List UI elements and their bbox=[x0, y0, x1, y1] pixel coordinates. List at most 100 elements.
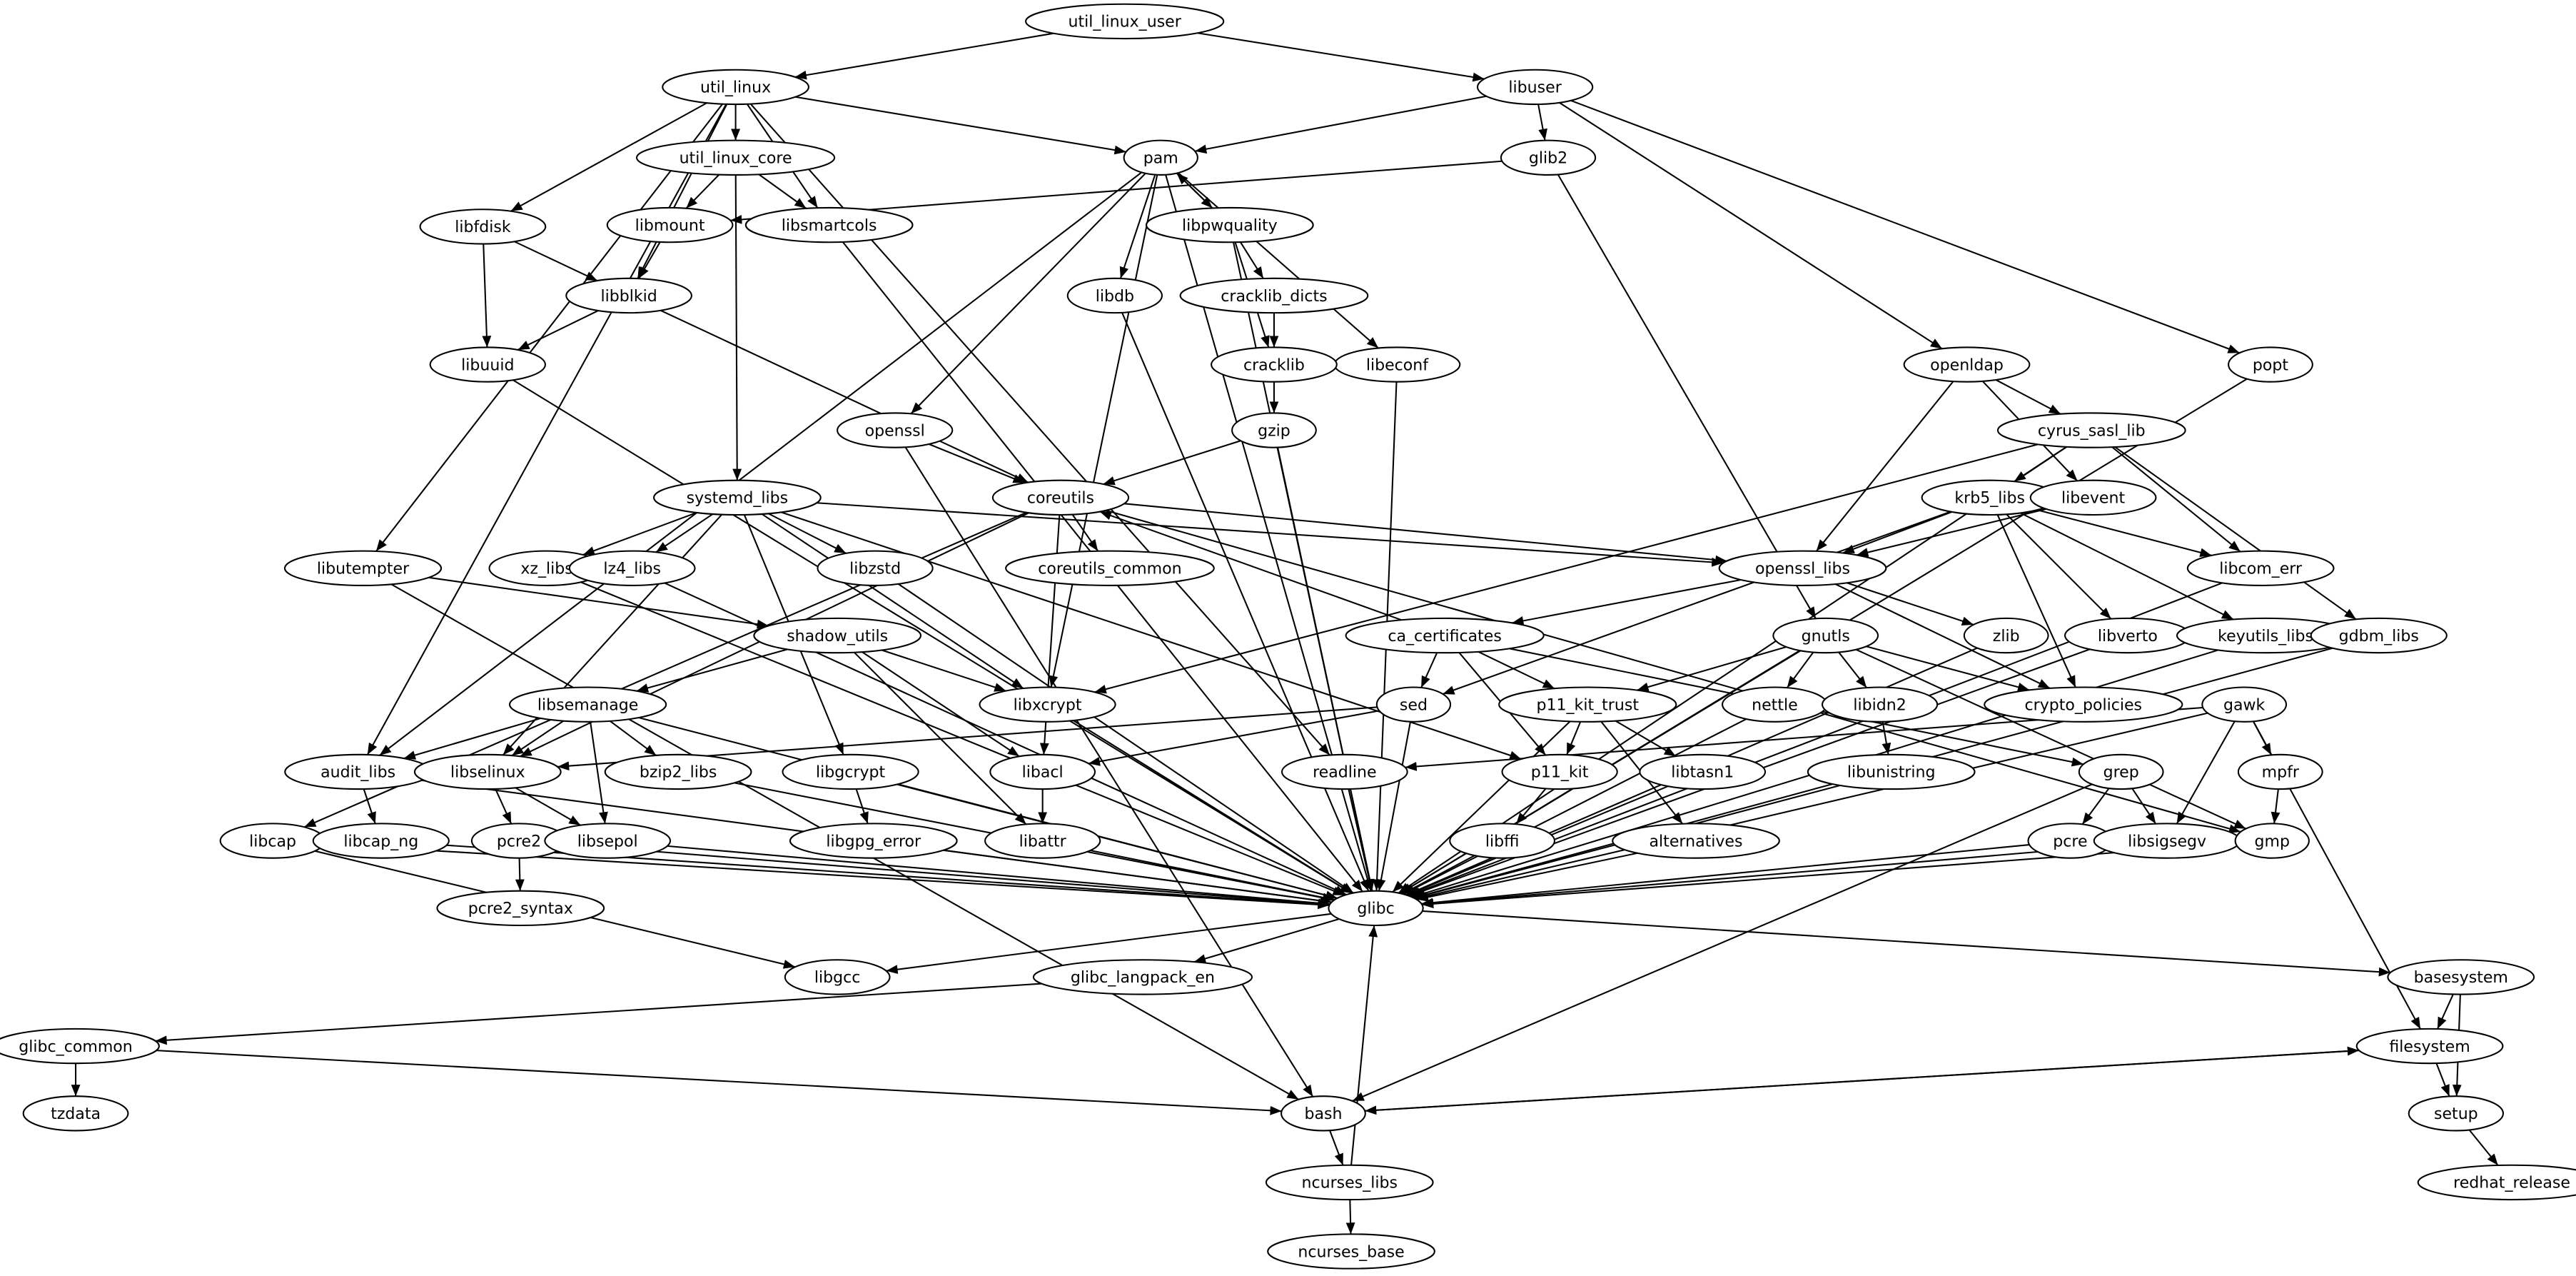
node-label: openssl bbox=[865, 422, 925, 440]
node-krb5_libs[interactable]: krb5_libs bbox=[1921, 479, 2059, 516]
node-label: libverto bbox=[2098, 628, 2158, 645]
node-grep[interactable]: grep bbox=[2078, 753, 2164, 790]
node-libeconf[interactable]: libeconf bbox=[1333, 346, 1461, 383]
node-filesystem[interactable]: filesystem bbox=[2355, 1028, 2504, 1065]
node-cracklib[interactable]: cracklib bbox=[1211, 346, 1338, 383]
node-tzdata[interactable]: tzdata bbox=[22, 1095, 129, 1132]
node-ncurses_libs[interactable]: ncurses_libs bbox=[1265, 1164, 1434, 1201]
node-pam[interactable]: pam bbox=[1123, 139, 1198, 176]
node-systemd_libs[interactable]: systemd_libs bbox=[653, 479, 822, 516]
node-p11_kit[interactable]: p11_kit bbox=[1501, 753, 1618, 790]
node-ca_certificates[interactable]: ca_certificates bbox=[1345, 617, 1545, 654]
node-gzip[interactable]: gzip bbox=[1231, 412, 1317, 448]
node-crypto_policies[interactable]: crypto_policies bbox=[1984, 686, 2183, 723]
edge-util_linux_user-to-util_linux bbox=[794, 32, 1054, 80]
node-libblkid[interactable]: libblkid bbox=[565, 277, 692, 314]
node-cyrus_sasl_lib[interactable]: cyrus_sasl_lib bbox=[1996, 412, 2186, 448]
node-gawk[interactable]: gawk bbox=[2201, 686, 2288, 723]
node-openssl_libs[interactable]: openssl_libs bbox=[1718, 550, 1887, 586]
node-libverto[interactable]: libverto bbox=[2064, 617, 2191, 654]
node-libpwquality[interactable]: libpwquality bbox=[1145, 206, 1314, 243]
node-ellipse bbox=[1375, 686, 1452, 723]
node-nettle[interactable]: nettle bbox=[1722, 686, 1828, 723]
node-audit_libs[interactable]: audit_libs bbox=[284, 753, 433, 790]
node-pcre2[interactable]: pcre2 bbox=[470, 823, 567, 859]
node-p11_kit_trust[interactable]: p11_kit_trust bbox=[1498, 686, 1677, 723]
node-redhat_release[interactable]: redhat_release bbox=[2417, 1164, 2576, 1201]
node-libsigsegv[interactable]: libsigsegv bbox=[2093, 823, 2241, 859]
node-ncurses_base[interactable]: ncurses_base bbox=[1267, 1233, 1435, 1270]
edge-bash-to-filesystem bbox=[1365, 1046, 2360, 1112]
node-glibc_common[interactable]: glibc_common bbox=[0, 1028, 160, 1065]
node-ellipse bbox=[1123, 139, 1198, 176]
node-basesystem[interactable]: basesystem bbox=[2387, 959, 2535, 995]
node-shadow_utils[interactable]: shadow_utils bbox=[753, 617, 922, 654]
node-libgcc[interactable]: libgcc bbox=[784, 959, 891, 995]
node-pcre[interactable]: pcre bbox=[2027, 823, 2113, 859]
node-libuuid[interactable]: libuuid bbox=[429, 346, 546, 383]
node-coreutils_common[interactable]: coreutils_common bbox=[1005, 550, 1215, 586]
node-gmp[interactable]: gmp bbox=[2234, 823, 2310, 859]
edge-gnutls-to-gmp bbox=[1855, 648, 2246, 830]
node-bash[interactable]: bash bbox=[1281, 1095, 1366, 1132]
node-libmount[interactable]: libmount bbox=[606, 206, 734, 243]
node-libgpg_error[interactable]: libgpg_error bbox=[789, 823, 958, 859]
node-libattr[interactable]: libattr bbox=[984, 823, 1101, 859]
node-libcom_err[interactable]: libcom_err bbox=[2186, 550, 2335, 586]
node-ellipse bbox=[979, 686, 1116, 723]
node-glib2[interactable]: glib2 bbox=[1500, 139, 1597, 176]
node-libsepol[interactable]: libsepol bbox=[544, 823, 672, 859]
node-gnutls[interactable]: gnutls bbox=[1772, 617, 1879, 654]
node-ellipse bbox=[782, 753, 919, 790]
node-xz_libs[interactable]: xz_libs bbox=[488, 550, 605, 586]
node-util_linux_core[interactable]: util_linux_core bbox=[635, 139, 836, 176]
node-libtasn1[interactable]: libtasn1 bbox=[1639, 753, 1767, 790]
node-mpfr[interactable]: mpfr bbox=[2237, 753, 2323, 790]
node-glibc[interactable]: glibc bbox=[1328, 890, 1424, 927]
node-sed[interactable]: sed bbox=[1375, 686, 1452, 723]
edge-cyrus_sasl_lib-to-glibc bbox=[1398, 446, 2067, 894]
node-libffi[interactable]: libffi bbox=[1449, 823, 1556, 859]
node-util_linux[interactable]: util_linux bbox=[662, 69, 809, 106]
node-libcap_ng[interactable]: libcap_ng bbox=[312, 823, 450, 859]
node-alternatives[interactable]: alternatives bbox=[1612, 823, 1780, 859]
node-glibc_langpack_en[interactable]: glibc_langpack_en bbox=[1032, 959, 1253, 995]
node-libidn2[interactable]: libidn2 bbox=[1821, 686, 1939, 723]
node-label: libzstd bbox=[849, 561, 901, 578]
node-gdbm_libs[interactable]: gdbm_libs bbox=[2310, 617, 2448, 654]
node-libfdisk[interactable]: libfdisk bbox=[419, 209, 547, 245]
node-openssl[interactable]: openssl bbox=[837, 412, 954, 448]
node-libdb[interactable]: libdb bbox=[1066, 277, 1163, 314]
node-libsemanage[interactable]: libsemanage bbox=[508, 686, 667, 723]
edge-readline-to-glibc bbox=[1348, 788, 1374, 891]
node-zlib[interactable]: zlib bbox=[1963, 617, 2049, 654]
node-libutempter[interactable]: libutempter bbox=[283, 550, 443, 586]
node-libzstd[interactable]: libzstd bbox=[817, 550, 934, 586]
node-keyutils_libs[interactable]: keyutils_libs bbox=[2176, 617, 2355, 654]
node-readline[interactable]: readline bbox=[1281, 753, 1408, 790]
node-label: libunistring bbox=[1847, 764, 1936, 782]
node-pcre2_syntax[interactable]: pcre2_syntax bbox=[436, 890, 605, 927]
node-label: popt bbox=[2253, 356, 2289, 374]
node-libacl[interactable]: libacl bbox=[989, 753, 1096, 790]
node-lz4_libs[interactable]: lz4_libs bbox=[568, 550, 696, 586]
node-libxcrypt[interactable]: libxcrypt bbox=[979, 686, 1116, 723]
node-libgcrypt[interactable]: libgcrypt bbox=[782, 753, 919, 790]
node-cracklib_dicts[interactable]: cracklib_dicts bbox=[1179, 277, 1369, 314]
node-openldap[interactable]: openldap bbox=[1903, 346, 2031, 383]
node-setup[interactable]: setup bbox=[2408, 1095, 2505, 1132]
node-ellipse bbox=[1718, 550, 1887, 586]
node-ellipse bbox=[1005, 550, 1215, 586]
node-popt[interactable]: popt bbox=[2228, 346, 2313, 383]
node-util_linux_user[interactable]: util_linux_user bbox=[1025, 3, 1225, 40]
node-libevent[interactable]: libevent bbox=[2029, 479, 2157, 516]
node-coreutils[interactable]: coreutils bbox=[991, 479, 1130, 516]
node-libuser[interactable]: libuser bbox=[1476, 69, 1594, 106]
node-libunistring[interactable]: libunistring bbox=[1807, 753, 1976, 790]
edge-gawk-to-glibc bbox=[1415, 712, 2208, 901]
node-libsmartcols[interactable]: libsmartcols bbox=[744, 206, 914, 243]
node-label: libeconf bbox=[1366, 356, 1429, 374]
node-bzip2_libs[interactable]: bzip2_libs bbox=[604, 753, 752, 790]
node-libcap[interactable]: libcap bbox=[219, 823, 326, 859]
node-libselinux[interactable]: libselinux bbox=[413, 753, 562, 790]
